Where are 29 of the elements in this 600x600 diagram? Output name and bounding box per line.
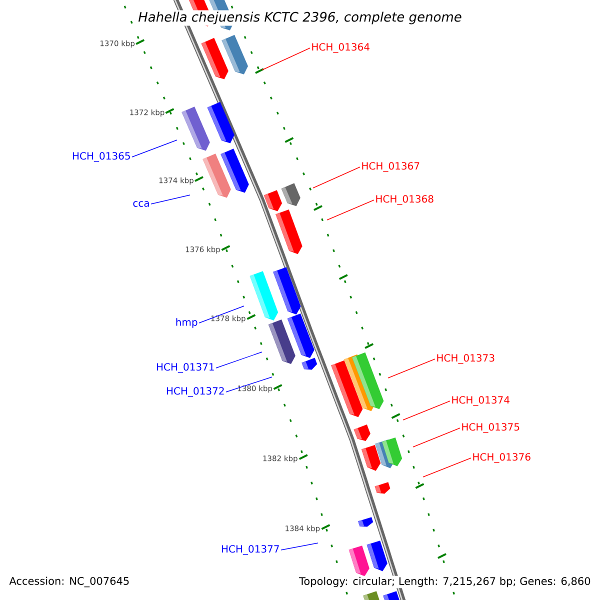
gene-label: HCH_01374 — [452, 396, 510, 406]
genome-info-text: Topology: circular; Length: 7,215,267 bp; Genes: 6,860 — [298, 576, 592, 588]
title: Hahella chejuensis KCTC 2396, complete genome — [136, 10, 464, 26]
gene-label: hmp — [176, 318, 198, 328]
gene-label: cca — [133, 201, 149, 207]
leader-line — [402, 400, 450, 420]
leader-line — [412, 428, 460, 448]
gene-label: HCH_01376 — [473, 453, 530, 463]
gene-label: HCH_01367 — [362, 162, 420, 172]
leader-line — [150, 194, 190, 204]
leader-line — [132, 140, 178, 158]
leader-line — [262, 48, 310, 70]
leader-line — [388, 358, 436, 378]
gene-label: HCH_01365 — [72, 152, 130, 162]
gene-label: HCH_01375 — [462, 423, 520, 433]
gene-label: HCH_01368 — [376, 195, 434, 205]
leader-line — [216, 352, 262, 368]
gene-label: HCH_01372 — [166, 387, 224, 397]
gene-label: HCH_01364 — [312, 43, 370, 53]
gene-label: HCH_01377 — [222, 545, 279, 555]
leader-line — [280, 542, 318, 550]
gene-label: HCH_01373 — [437, 354, 494, 364]
gene-label: HCH_01371 — [156, 363, 214, 373]
leader-line — [326, 200, 374, 220]
leader-line — [312, 166, 360, 188]
leader-line — [198, 306, 244, 324]
leader-line — [422, 458, 472, 478]
leader-line — [226, 376, 272, 392]
accession-text: Accession: NC_007645 — [8, 576, 131, 588]
